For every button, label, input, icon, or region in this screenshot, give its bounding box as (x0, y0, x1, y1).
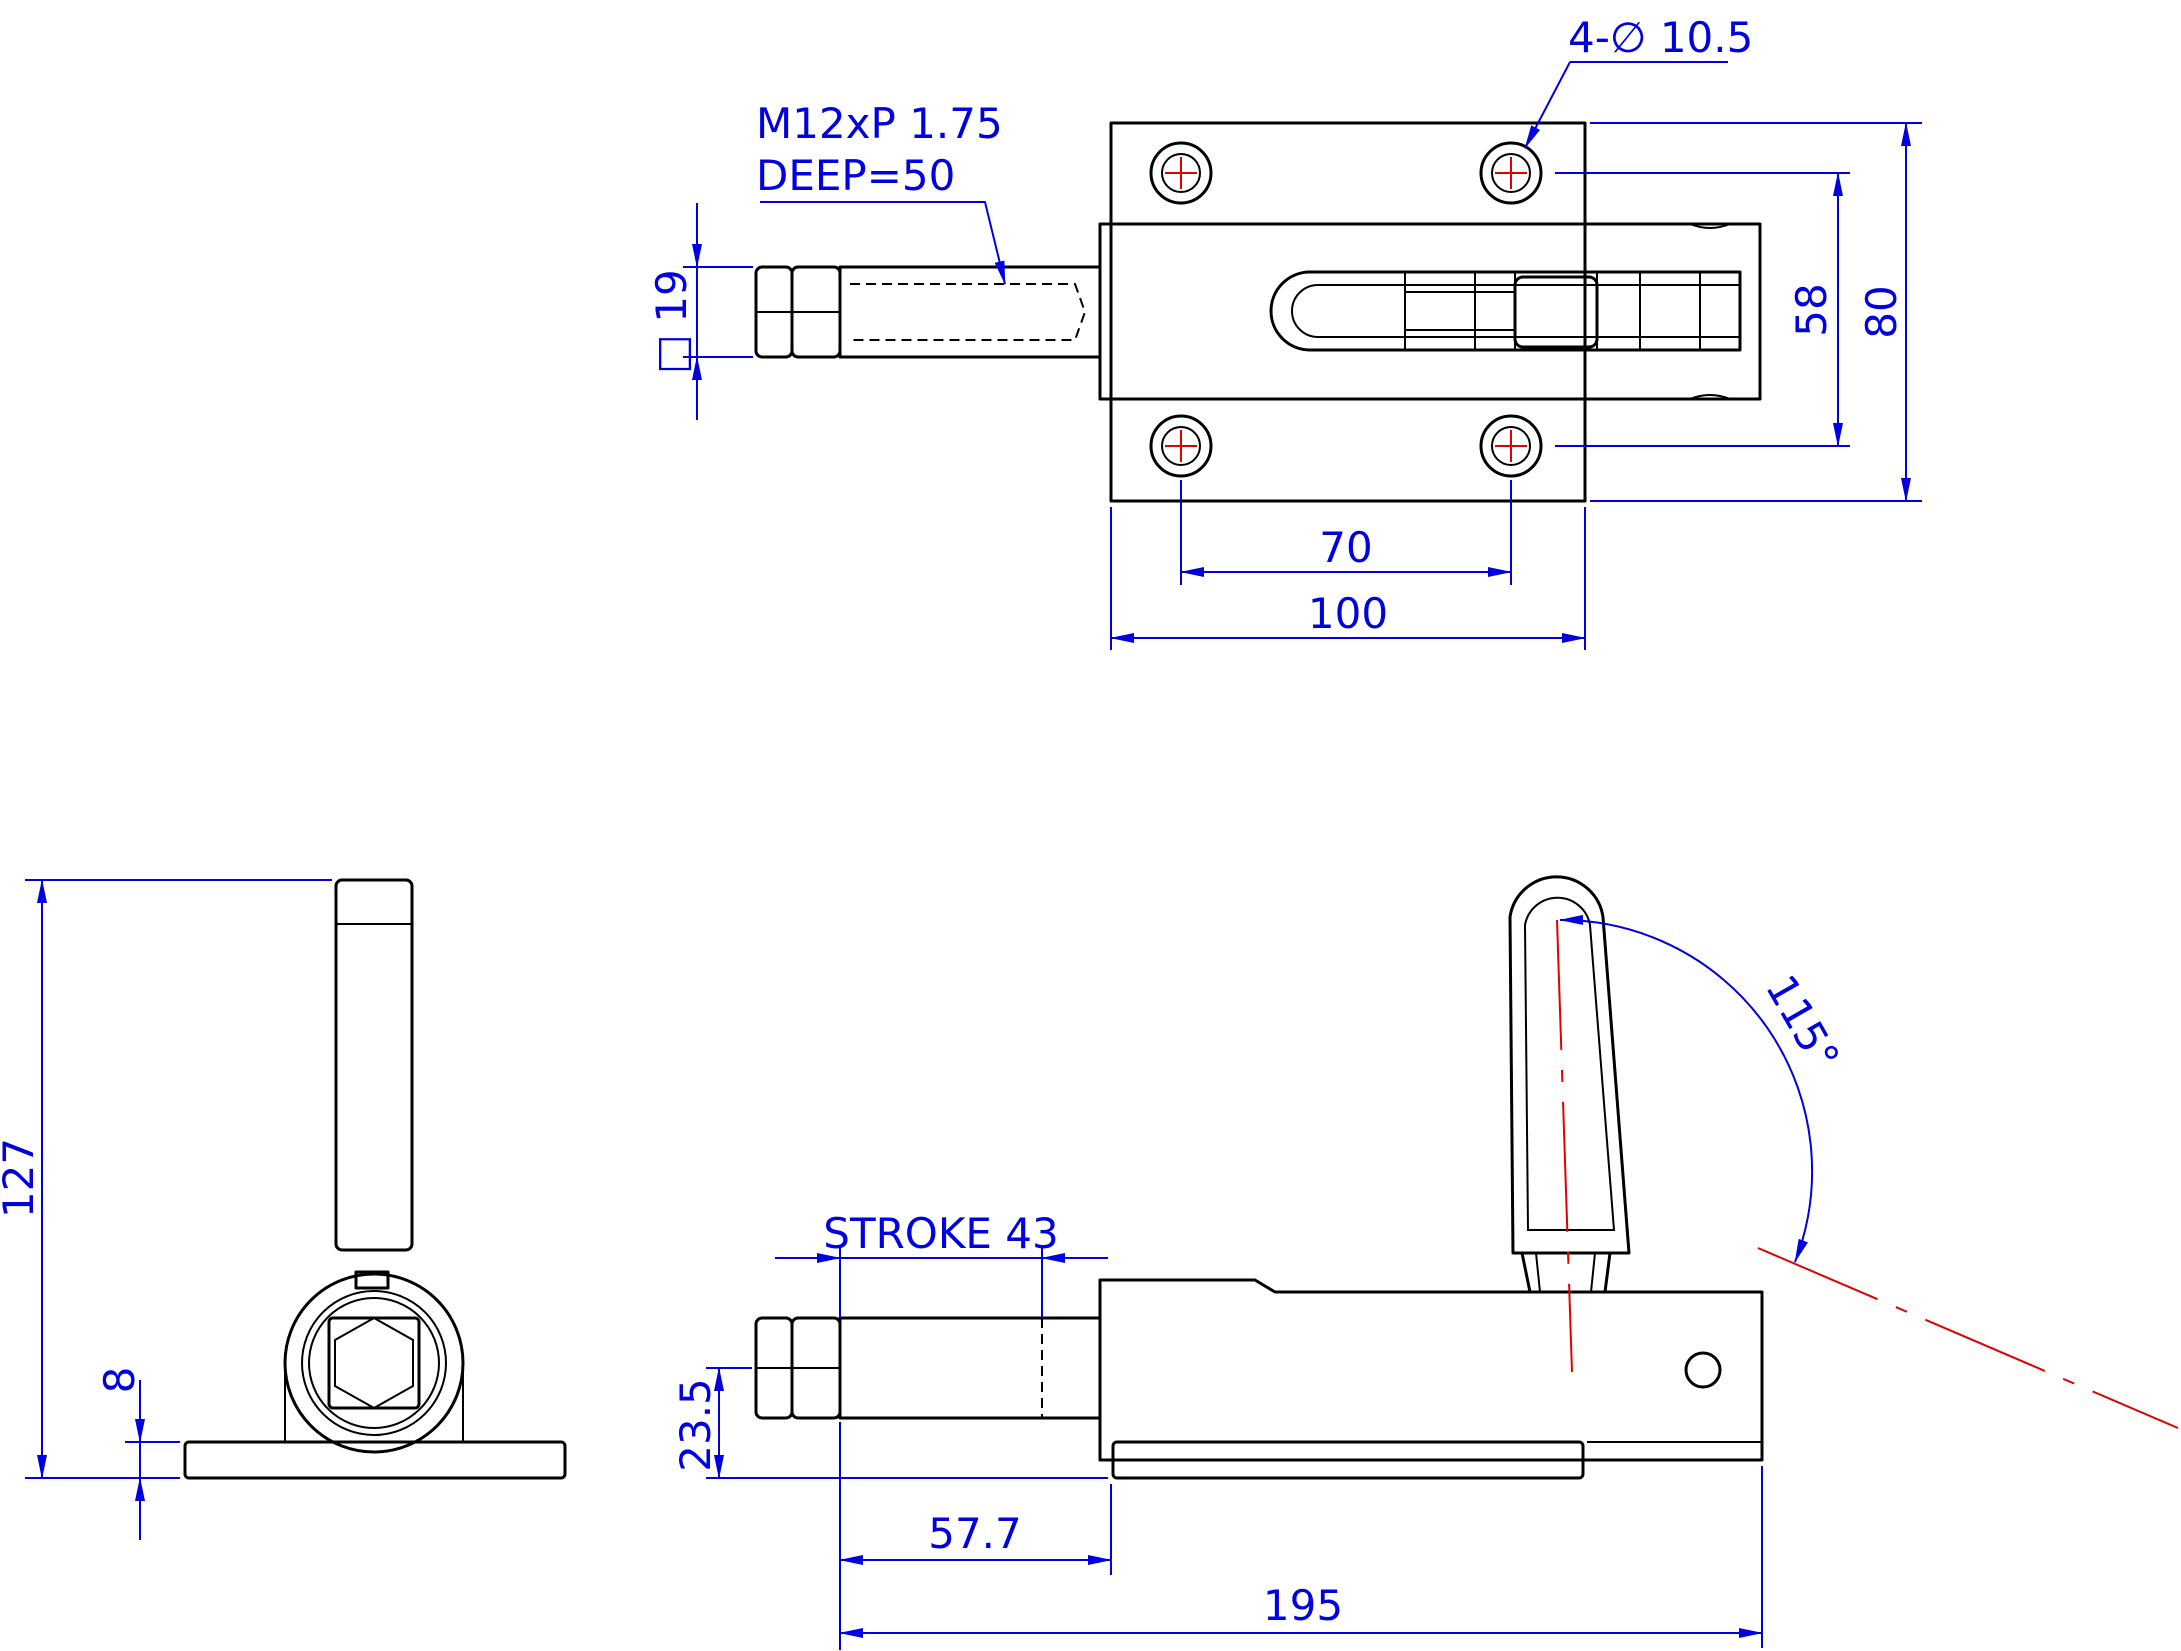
dim-57-7: 57.7 (839, 1422, 1112, 1650)
dim-70-label: 70 (1319, 523, 1372, 572)
dim-58: 58 (1555, 172, 1850, 447)
end-base (183, 1440, 567, 1480)
dim-127-label: 127 (0, 1138, 43, 1218)
dim-square-symbol: □ (647, 334, 696, 374)
top-view: 4-∅ 10.5 M12xP 1.75 DEEP=50 □ 19 58 (647, 13, 1922, 650)
dim-square-value: 19 (647, 269, 696, 322)
dim-70: 70 (1180, 480, 1512, 585)
side-body (1098, 1278, 1764, 1462)
dim-holes: 4-∅ 10.5 (1525, 13, 1753, 148)
dim-square: □ 19 (647, 203, 753, 420)
dim-195-label: 195 (1263, 1581, 1343, 1630)
top-plunger (838, 265, 1102, 359)
side-pivot-pin (1684, 1351, 1722, 1389)
dim-100-label: 100 (1308, 589, 1388, 638)
dim-thread-depth: DEEP=50 (756, 151, 955, 200)
dim-thread: M12xP 1.75 DEEP=50 (756, 99, 1006, 285)
side-handle (1508, 875, 1631, 1255)
mounting-holes (1149, 141, 1543, 478)
dim-57-7-label: 57.7 (928, 1509, 1022, 1558)
dim-80-label: 80 (1857, 285, 1906, 338)
dim-127: 127 (0, 879, 332, 1479)
dim-angle-label: 115° (1756, 967, 1849, 1079)
side-view: 115° STROKE 43 23.5 57.7 195 (671, 875, 2179, 1650)
side-plunger (838, 1316, 1102, 1420)
dim-195: 195 (839, 1466, 1763, 1648)
end-handle (334, 878, 414, 1252)
dim-100: 100 (1110, 507, 1586, 650)
dim-23-5: 23.5 (671, 1367, 1108, 1479)
dim-8: 8 (95, 1367, 180, 1540)
dim-holes-label: 4-∅ 10.5 (1568, 13, 1753, 62)
dim-stroke-label: STROKE 43 (823, 1209, 1058, 1258)
dim-stroke: STROKE 43 (775, 1209, 1108, 1318)
dim-58-label: 58 (1787, 283, 1836, 336)
end-body-outer (283, 1272, 465, 1454)
top-body (1098, 222, 1762, 401)
dim-80: 80 (1590, 122, 1922, 502)
dim-23-5-label: 23.5 (671, 1378, 720, 1472)
end-view: 127 8 (0, 878, 567, 1540)
dim-8-label: 8 (95, 1367, 144, 1394)
dim-thread-size: M12xP 1.75 (756, 99, 1003, 148)
top-slot (1269, 270, 1742, 352)
